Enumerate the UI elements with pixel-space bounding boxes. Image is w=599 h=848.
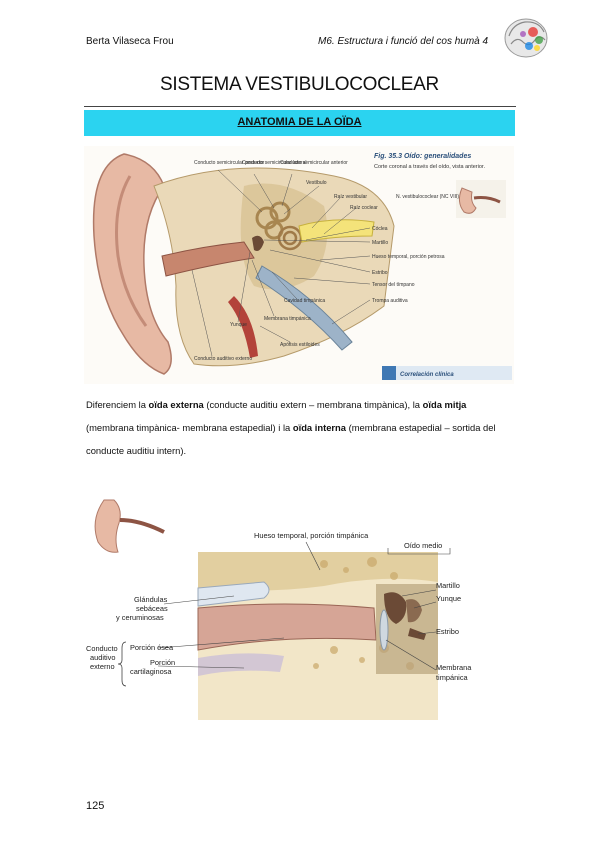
clinical-correlation-tag: Correlación clínica xyxy=(400,372,454,378)
para-text-3: (membrana timpànica- membrana estapedial… xyxy=(86,422,293,433)
label-conducto-2: auditivo xyxy=(90,653,115,662)
term-oida-mitja: oïda mitja xyxy=(422,399,467,410)
header-course: M6. Estructura i funció del cos humà 4 xyxy=(318,36,489,47)
label-vestibulo: Vestíbulo xyxy=(306,180,327,186)
label-cavidad: Cavidad timpánica xyxy=(284,298,325,304)
intro-paragraph: Diferenciem la oïda externa (conducte au… xyxy=(86,393,516,462)
label-apofisis: Apófisis estiloides xyxy=(280,342,320,348)
label-hueso-temp: Hueso temporal, porción petrosa xyxy=(372,254,445,260)
label-martillo: Martillo xyxy=(436,581,460,590)
section-banner xyxy=(84,110,515,136)
label-raiz-coc: Raíz coclear xyxy=(350,205,378,211)
label-membrana-2: timpánica xyxy=(436,673,469,682)
figure1-title: Fig. 35.3 Oído: generalidades xyxy=(374,153,471,160)
para-text-2: (conducte auditiu extern – membrana timp… xyxy=(203,399,423,410)
label-porcion-cart-2: cartilaginosa xyxy=(130,667,172,676)
term-oida-externa: oïda externa xyxy=(148,399,204,410)
label-glandulas-3: y ceruminosas xyxy=(116,613,164,622)
label-martillo: Martillo xyxy=(372,240,388,246)
term-oida-interna: oïda interna xyxy=(292,422,346,433)
label-coclea: Cóclea xyxy=(372,226,388,232)
header-author: Berta Vilaseca Frou xyxy=(86,36,174,47)
label-porcion-cart-1: Porción xyxy=(150,658,175,667)
ear-coronal-figure: Conducto semicircular posterior Conducto… xyxy=(84,146,514,384)
title-divider xyxy=(84,106,516,107)
page-number: 125 xyxy=(86,800,105,812)
ear-canal-figure: Hueso temporal, porción timpánica Oído m… xyxy=(84,490,514,722)
brain-logo-icon xyxy=(504,18,548,58)
section-banner-title: ANATOMIA DE LA OÏDA xyxy=(237,116,362,128)
para-text-4: (membrana estapedial – sortida del condu… xyxy=(86,422,496,456)
para-text-1: Diferenciem la xyxy=(86,399,149,410)
label-lat-canal: Conducto semicircular lateral xyxy=(242,160,306,166)
label-yunque: Yunque xyxy=(230,322,247,328)
label-membrana: Membrana timpánica xyxy=(264,316,311,322)
label-estribo: Estribo xyxy=(436,627,459,636)
label-trompa: Trompa auditiva xyxy=(372,298,408,304)
label-membrana-1: Membrana xyxy=(436,663,472,672)
label-ant-canal: Conducto semicircular anterior xyxy=(280,160,348,166)
label-oido-medio: Oído medio xyxy=(404,541,442,550)
label-tensor: Tensor del tímpano xyxy=(372,282,415,288)
label-post-canal: Conducto semicircular posterior xyxy=(194,160,265,166)
label-glandulas-2: sebáceas xyxy=(136,604,168,613)
label-porcion-osea: Porción ósea xyxy=(130,643,174,652)
label-estribo: Estribo xyxy=(372,270,388,276)
figure1-subtitle: Corte coronal a través del oído, vista a… xyxy=(374,164,485,170)
label-yunque: Yunque xyxy=(436,594,461,603)
label-conducto-3: externo xyxy=(90,662,115,671)
label-hueso-temporal: Hueso temporal, porción timpánica xyxy=(254,531,369,540)
label-glandulas-1: Glándulas xyxy=(134,595,168,604)
label-nervio: N. vestibulococlear (NC VIII) xyxy=(396,194,459,200)
label-conducto-1: Conducto xyxy=(86,644,118,653)
label-raiz-vest: Raíz vestibular xyxy=(334,194,367,200)
page-title: SISTEMA VESTIBULOCOCLEAR xyxy=(160,74,439,95)
label-conducto-ext: Conducto auditivo externo xyxy=(194,356,252,362)
